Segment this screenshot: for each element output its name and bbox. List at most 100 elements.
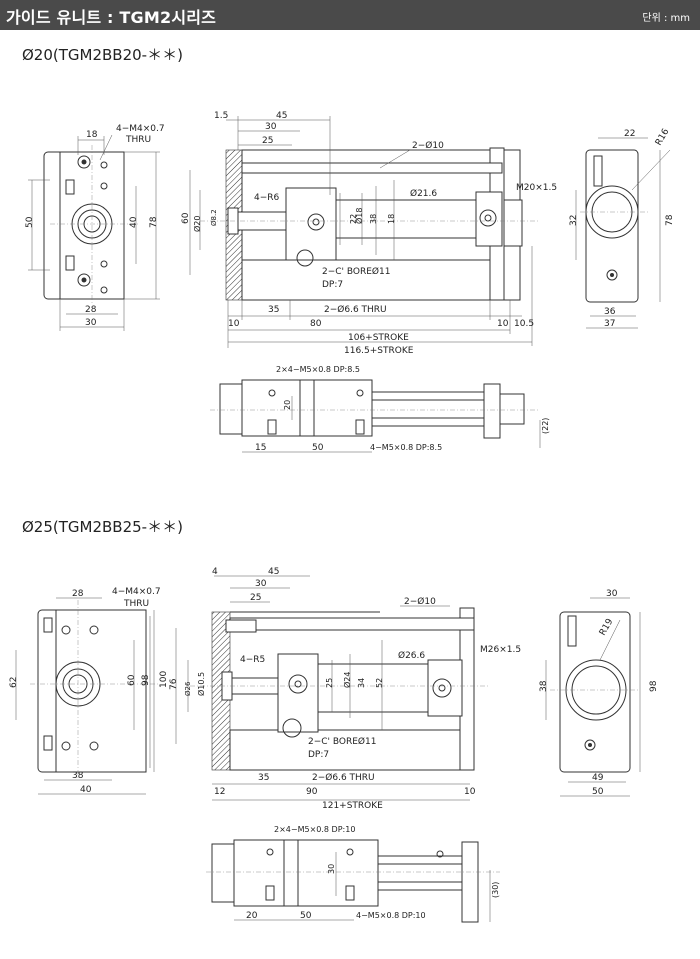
dim-text: 20 — [246, 911, 258, 921]
dim-text: 38 — [72, 771, 84, 781]
dim-text: 30 — [265, 122, 277, 132]
dim-text: 12 — [214, 787, 225, 797]
dim-text: Ø10.5 — [196, 672, 206, 696]
dim-text: 10.5 — [514, 319, 534, 329]
dim-text: (22) — [541, 418, 550, 434]
dim-text: Ø26 — [184, 681, 192, 696]
dim-text: 4−R6 — [254, 193, 280, 203]
dim-text: 38 — [369, 214, 378, 224]
dim-text: M20×1.5 — [516, 183, 557, 193]
dim-text: 22 — [349, 214, 358, 224]
dim-text: 28 — [72, 589, 84, 599]
front-view-25: 28 4−M4×0.7 THRU 62 60 98 100 38 40 — [9, 587, 169, 795]
dim-text: 60 — [181, 212, 191, 224]
front-view-20: 18 4−M4×0.7 THRU 50 40 78 28 30 — [25, 124, 165, 331]
dim-text: 50 — [592, 787, 604, 797]
dim-text: THRU — [125, 135, 151, 145]
dim-text: 30 — [606, 589, 618, 599]
dim-text: 2−Ø6.6 THRU — [324, 304, 387, 315]
dim-text: Ø26.6 — [398, 650, 425, 661]
dim-text: 22 — [624, 129, 635, 139]
dim-text: 45 — [276, 111, 287, 121]
dim-text: 98 — [649, 680, 659, 692]
dim-text: 50 — [300, 911, 312, 921]
dim-text: 25 — [262, 136, 273, 146]
dim-text: Ø18 — [354, 208, 364, 224]
dim-text: 4−R5 — [240, 655, 265, 665]
dim-text: 30 — [327, 864, 336, 874]
dim-text: 50 — [25, 216, 35, 228]
dim-text: Ø24 — [342, 672, 352, 688]
dim-text: 34 — [357, 678, 366, 688]
dim-text: 76 — [169, 678, 179, 690]
dim-text: 36 — [604, 307, 616, 317]
section-title-25: Ø25(TGM2BB25-＊＊) — [22, 518, 183, 536]
dim-text: M26×1.5 — [480, 645, 521, 655]
dim-text: 2−C' BOREØ11 — [308, 736, 376, 747]
dim-text: 30 — [85, 318, 97, 328]
side-view-25: 4 45 30 25 2−Ø10 Ø26.6 M26×1.5 76 Ø26 Ø1… — [169, 567, 521, 811]
dim-text: 78 — [149, 216, 159, 228]
dim-text: 10 — [464, 787, 476, 797]
dim-text: 18 — [86, 130, 98, 140]
dim-text: R16 — [654, 127, 672, 148]
dim-text: Ø21.6 — [410, 188, 437, 199]
end-view-20: 22 R16 32 78 36 37 — [569, 127, 675, 329]
dim-text: 2−Ø6.6 THRU — [312, 772, 375, 783]
dim-text: 32 — [569, 215, 579, 226]
page-title: 가이드 유니트 : TGM2시리즈 — [6, 8, 217, 27]
dim-text: 10 — [228, 319, 240, 329]
plan-view-20: 2×4−M5×0.8 DP:8.5 20 15 50 4−M5×0.8 DP:8… — [210, 365, 550, 453]
dim-text: 10 — [497, 319, 509, 329]
dim-text: 25 — [325, 678, 334, 688]
dim-text: 18 — [387, 214, 396, 224]
dim-text: 50 — [312, 443, 324, 453]
page-header: 가이드 유니트 : TGM2시리즈 단위 : mm — [0, 0, 700, 30]
side-view-20: 1.5 45 30 25 2−Ø10 Ø21.6 M20×1.5 60 Ø20 … — [181, 111, 557, 356]
dim-text: DP:7 — [322, 280, 343, 290]
dim-text: DP:7 — [308, 750, 329, 760]
dim-text: 38 — [539, 680, 549, 692]
dim-text: 2−C' BOREØ11 — [322, 266, 390, 277]
dim-text: 4 — [212, 567, 218, 577]
end-view-25: 30 R19 38 98 49 50 — [539, 589, 659, 797]
dim-text: 78 — [665, 214, 675, 226]
dim-text: 80 — [310, 319, 322, 329]
dim-text: 45 — [268, 567, 279, 577]
dim-text: 52 — [375, 678, 384, 688]
dim-text: 90 — [306, 787, 318, 797]
dim-text: 2−Ø10 — [412, 140, 444, 151]
dim-text: 106+STROKE — [348, 333, 409, 343]
dim-text: 62 — [9, 677, 19, 688]
dim-text: Ø20 — [192, 216, 202, 232]
dim-text: 1.5 — [214, 111, 228, 121]
dim-text: 37 — [604, 319, 615, 329]
dim-text: 100 — [159, 671, 169, 688]
dim-text: 25 — [250, 593, 261, 603]
dim-text: 30 — [255, 579, 267, 589]
dim-text: 116.5+STROKE — [344, 346, 414, 356]
dim-text: 49 — [592, 773, 604, 783]
dim-text: THRU — [123, 599, 149, 609]
dim-text: Ø8.2 — [210, 209, 218, 226]
dim-text: 4−M4×0.7 — [116, 124, 165, 134]
dim-text: 40 — [80, 785, 92, 795]
dim-text: 35 — [258, 773, 269, 783]
dim-text: 2×4−M5×0.8 DP:10 — [274, 825, 355, 834]
dim-text: 35 — [268, 305, 279, 315]
dim-text: 40 — [129, 216, 139, 228]
dim-text: 2−Ø10 — [404, 596, 436, 607]
dim-text: 60 — [127, 674, 137, 686]
dim-text: 20 — [283, 400, 292, 410]
dim-text: (30) — [491, 882, 500, 898]
dim-text: 121+STROKE — [322, 801, 383, 811]
section-title-20: Ø20(TGM2BB20-＊＊) — [22, 46, 183, 64]
dim-text: 15 — [255, 443, 266, 453]
dim-text: 4−M5×0.8 DP:8.5 — [370, 443, 442, 452]
dim-text: 98 — [141, 674, 151, 686]
dim-text: 4−M4×0.7 — [112, 587, 161, 597]
dim-text: 4−M5×0.8 DP:10 — [356, 911, 426, 920]
plan-view-25: 2×4−M5×0.8 DP:10 30 20 50 4−M5×0.8 DP:10… — [206, 825, 500, 923]
unit-label: 단위 : mm — [642, 13, 690, 24]
